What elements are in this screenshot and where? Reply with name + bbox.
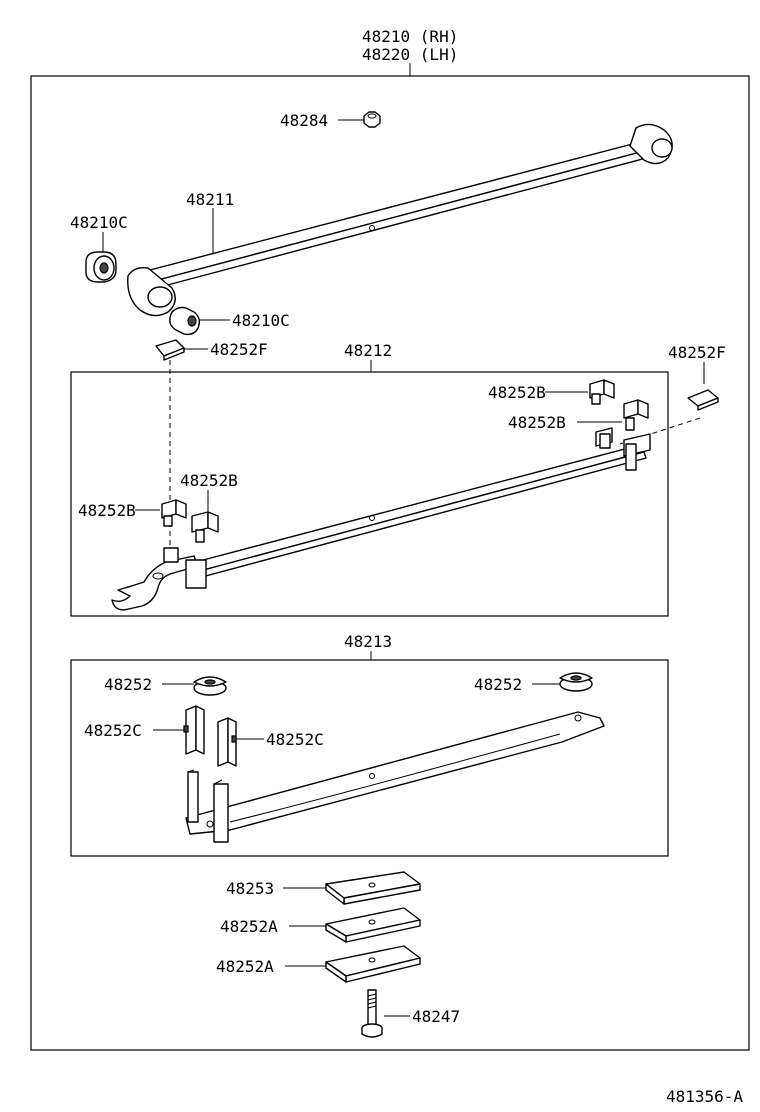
part-48252b-clip-top1[interactable]: 48252B bbox=[488, 379, 615, 405]
label-48210c-right: 48210C bbox=[232, 311, 290, 330]
label-48252-left: 48252 bbox=[104, 675, 152, 694]
label-48252f-right: 48252F bbox=[668, 343, 726, 362]
part-48252f-right[interactable]: 48252F bbox=[619, 343, 726, 445]
leaf-48212-frame bbox=[70, 371, 669, 617]
part-48252b-clip-left[interactable]: 48252B bbox=[78, 499, 187, 527]
part-48252f-left[interactable]: 48252F bbox=[155, 339, 268, 568]
figure-code: 481356-A bbox=[666, 1087, 743, 1106]
label-48210-rh: 48210 (RH) bbox=[362, 27, 458, 46]
label-48220-lh: 48220 (LH) bbox=[362, 45, 458, 64]
label-48210c-left: 48210C bbox=[70, 213, 128, 232]
assembly-frame bbox=[30, 75, 750, 1051]
label-48252b-top1: 48252B bbox=[488, 383, 546, 402]
part-48252a-plate-1[interactable]: 48252A bbox=[220, 907, 421, 943]
part-48210c-bushing-left[interactable]: 48210C bbox=[70, 213, 128, 283]
part-48252c-clip-right[interactable]: 48252C bbox=[217, 717, 324, 767]
leaf-48213-frame bbox=[70, 659, 669, 857]
part-48210c-bushing-right[interactable]: 48210C bbox=[169, 306, 290, 336]
label-48252b-mid: 48252B bbox=[180, 471, 238, 490]
label-48252-right: 48252 bbox=[474, 675, 522, 694]
part-48247-center-bolt[interactable]: 48247 bbox=[361, 989, 460, 1038]
part-48252-pad-left[interactable]: 48252 bbox=[104, 675, 227, 696]
label-48252c-left: 48252C bbox=[84, 721, 142, 740]
part-48252b-clip-mid[interactable]: 48252B bbox=[180, 471, 238, 543]
label-48253: 48253 bbox=[226, 879, 274, 898]
label-48212: 48212 bbox=[344, 341, 392, 360]
part-48252c-clip-left[interactable]: 48252C bbox=[84, 705, 205, 755]
label-48252a-1: 48252A bbox=[220, 917, 278, 936]
label-48252c-right: 48252C bbox=[266, 730, 324, 749]
label-48252b-left: 48252B bbox=[78, 501, 136, 520]
label-48252a-2: 48252A bbox=[216, 957, 274, 976]
part-48211-main-leaf[interactable]: 48211 bbox=[127, 123, 673, 317]
part-48284-nut[interactable]: 48284 bbox=[280, 111, 381, 130]
label-48252b-top2: 48252B bbox=[508, 413, 566, 432]
part-48252-pad-right[interactable]: 48252 bbox=[474, 672, 593, 694]
part-48252a-plate-2[interactable]: 48252A bbox=[216, 945, 421, 983]
label-48284: 48284 bbox=[280, 111, 328, 130]
part-48252b-clip-top2[interactable]: 48252B bbox=[508, 399, 649, 432]
part-48212-leaf[interactable] bbox=[111, 427, 651, 611]
label-48213: 48213 bbox=[344, 632, 392, 651]
label-48211: 48211 bbox=[186, 190, 234, 209]
label-48252f-left: 48252F bbox=[210, 340, 268, 359]
label-48247: 48247 bbox=[412, 1007, 460, 1026]
part-48213-leaf[interactable] bbox=[185, 711, 605, 843]
part-48253-plate[interactable]: 48253 bbox=[226, 871, 421, 905]
